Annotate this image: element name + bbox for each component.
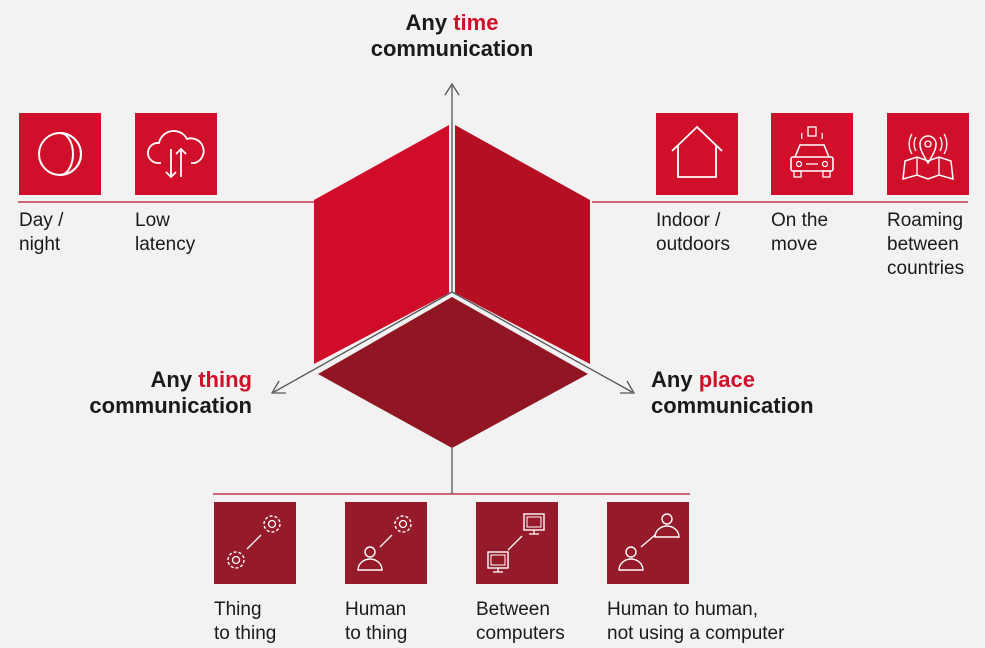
time-axis-arrowhead (444, 82, 460, 96)
human-to-human-label: Human to human, not using a computer (607, 599, 785, 644)
human-to-thing-label: Human to thing (345, 599, 408, 644)
roaming-label: Roaming between countries (887, 210, 965, 279)
thing-axis-arrowhead (270, 380, 286, 394)
low-latency-tile (135, 113, 217, 195)
time-heading: Any time communication (370, 10, 534, 61)
thing-heading: Any thing communication (89, 367, 252, 418)
day-night-label: Day / night (19, 210, 64, 255)
between-computers-tile (476, 502, 558, 584)
place-heading: Any place communication (651, 367, 814, 418)
between-computers-label: Between computers (476, 599, 565, 644)
thing-to-thing-tile (214, 502, 296, 584)
cube-bottom-face (318, 297, 588, 448)
thing-axis (273, 291, 453, 393)
place-axis (451, 291, 633, 393)
low-latency-label: Low latency (135, 210, 196, 255)
cube-right-face (455, 125, 590, 364)
human-to-thing-tile (345, 502, 427, 584)
computers-icon (476, 502, 558, 584)
roaming-tile (887, 113, 969, 195)
person-gear-icon (345, 502, 427, 584)
people-icon (607, 502, 689, 584)
day-night-icon (19, 113, 101, 195)
on-the-move-label: On the move (771, 210, 829, 255)
day-night-tile (19, 113, 101, 195)
car-icon (771, 113, 853, 195)
gears-icon (214, 502, 296, 584)
cube-left-face (314, 125, 449, 364)
on-the-move-tile (771, 113, 853, 195)
cloud-transfer-icon (135, 113, 217, 195)
indoor-outdoor-label: Indoor / outdoors (656, 210, 730, 255)
human-to-human-tile (607, 502, 689, 584)
place-axis-arrowhead (620, 380, 636, 394)
map-pin-icon (887, 113, 969, 195)
indoor-outdoor-tile (656, 113, 738, 195)
thing-to-thing-label: Thing to thing (214, 599, 277, 644)
house-icon (656, 113, 738, 195)
